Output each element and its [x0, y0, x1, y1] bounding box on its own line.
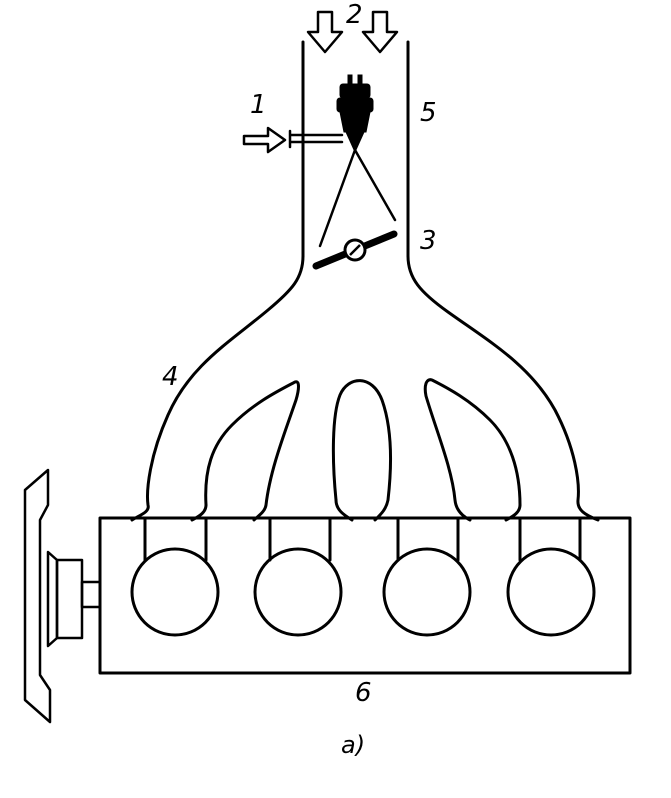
- label-air-inflow: 2: [346, 0, 363, 30]
- pulley-hub: [55, 558, 84, 640]
- crankshaft-end: [80, 580, 102, 609]
- cylinder-4: [506, 516, 596, 637]
- label-throttle-valve: 3: [420, 226, 437, 256]
- air-inflow-arrow-left: [306, 10, 344, 54]
- figure-caption: a): [341, 731, 366, 759]
- label-fuel-inflow: 1: [250, 90, 267, 120]
- fuel-spray-cone: [318, 148, 397, 248]
- manifold-divider-right: [423, 378, 522, 522]
- label-intake-pipe: 5: [420, 98, 437, 128]
- manifold-divider-center: [331, 379, 392, 522]
- fuel-inflow-arrow: [242, 126, 287, 154]
- label-engine-block: 6: [355, 678, 372, 708]
- fuel-injector: [336, 74, 374, 154]
- engine-block: [98, 516, 632, 675]
- pulley-rim: [46, 550, 59, 648]
- label-intake-manifold: 4: [162, 362, 179, 392]
- cylinder-1: [130, 516, 220, 637]
- fuel-line: [288, 129, 344, 149]
- manifold-divider-left: [204, 380, 300, 522]
- cylinder-2: [253, 516, 343, 637]
- air-inflow-arrow-right: [361, 10, 399, 54]
- cylinder-3: [382, 516, 472, 637]
- manifold-right-outer-wall: [406, 254, 600, 522]
- manifold-left-outer-wall: [130, 254, 305, 522]
- fan-blade: [23, 468, 52, 724]
- throttle-valve: [312, 230, 398, 270]
